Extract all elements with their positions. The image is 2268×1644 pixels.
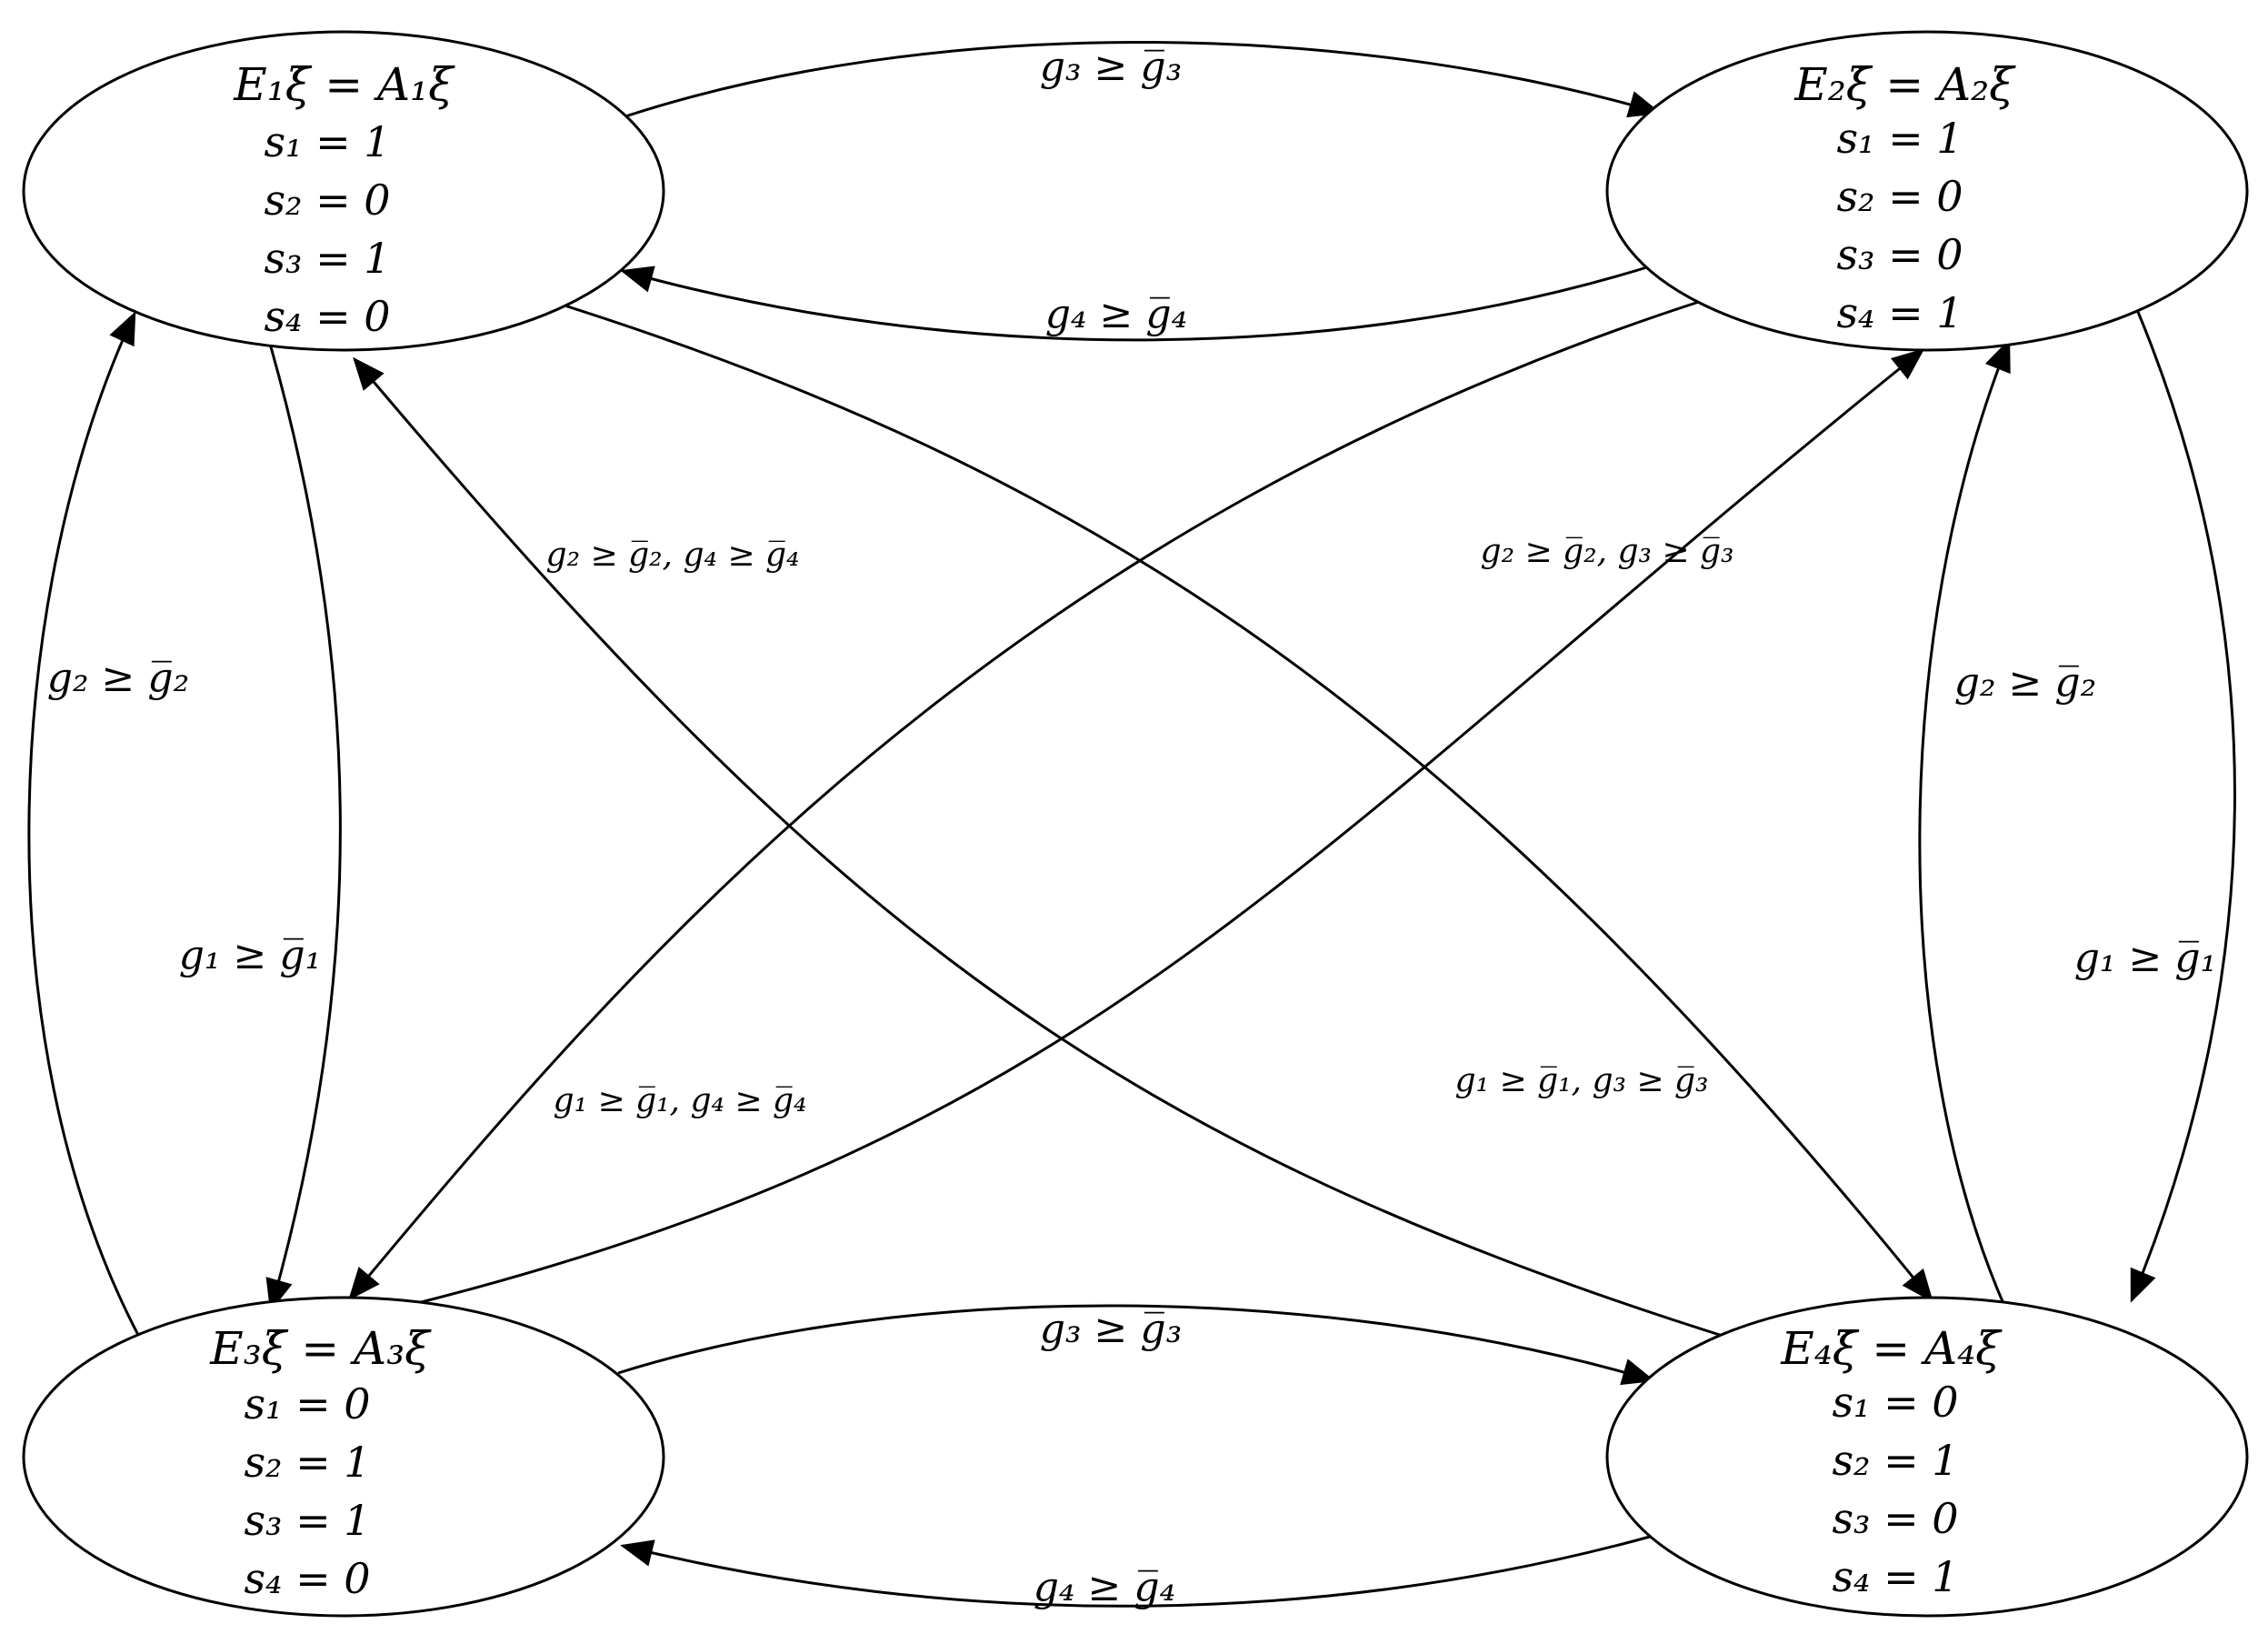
state-s1: s₁ = 0 (1832, 1378, 1958, 1427)
edge-e2-to-e1 (620, 265, 1651, 342)
edge-e4-to-e1 (353, 356, 1726, 1338)
edge-e3-to-e2 (354, 348, 1925, 1320)
state-s3: s₃ = 0 (1832, 1494, 1958, 1543)
edge-e3-to-e4 (617, 1304, 1655, 1386)
state-s2: s₂ = 1 (244, 1438, 370, 1487)
state-ellipse (22, 1296, 665, 1618)
state-node-e3: E₃ξ̇ = A₃ξ s₁ = 0 s₂ = 1 s₃ = 1 s₄ = 0 (22, 1296, 665, 1618)
label-e1-to-e3: g₁ ≥ g̅₁ (179, 932, 321, 978)
label-e2-to-e3: g₁ ≥ g̅₁, g₄ ≥ g̅₄ (554, 1082, 807, 1119)
state-node-e2: E₂ξ̇ = A₂ξ s₁ = 1 s₂ = 0 s₃ = 0 s₄ = 1 (1605, 30, 2249, 352)
edge-e1-to-e4 (561, 303, 1933, 1303)
label-e2-to-e1: g₄ ≥ g̅₄ (1045, 291, 1187, 337)
label-e4-to-e3: g₄ ≥ g̅₄ (1034, 1564, 1175, 1610)
state-equation: E₂ξ̇ = A₂ξ (1793, 58, 2016, 111)
edge-e3-to-e1 (27, 311, 141, 1338)
state-ellipse (1605, 1296, 2249, 1618)
label-e4-to-e2: g₂ ≥ g̅₂ (1954, 659, 2096, 706)
state-s2: s₂ = 0 (264, 175, 390, 225)
state-s4: s₄ = 1 (1836, 288, 1963, 337)
edge-e2-to-e3 (348, 298, 1705, 1301)
label-e1-to-e2: g₃ ≥ g̅₃ (1040, 44, 1182, 90)
edge-e2-to-e4 (2130, 311, 2236, 1303)
label-e3-to-e2: g₂ ≥ g̅₂, g₃ ≥ g̅₃ (1481, 533, 1734, 570)
edge-e4-to-e2 (1918, 338, 2011, 1307)
state-s3: s₃ = 1 (244, 1496, 370, 1545)
state-s2: s₂ = 0 (1836, 172, 1963, 221)
label-e3-to-e4: g₃ ≥ g̅₃ (1040, 1306, 1182, 1352)
state-equation: E₄ξ̇ = A₄ξ (1780, 1322, 2003, 1375)
label-e4-to-e1: g₂ ≥ g̅₂, g₄ ≥ g̅₄ (546, 536, 800, 574)
state-equation: E₃ξ̇ = A₃ξ (209, 1322, 432, 1375)
state-s4: s₄ = 0 (264, 292, 390, 341)
edges (27, 41, 2236, 1608)
edge-labels: g₃ ≥ g̅₃ g₄ ≥ g̅₄ g₃ ≥ g̅₃ g₄ ≥ g̅₄ g₂ ≥… (47, 44, 2216, 1610)
state-ellipse (22, 30, 665, 352)
edge-e1-to-e2 (624, 41, 1662, 118)
state-s1: s₁ = 0 (244, 1379, 370, 1428)
state-equation: E₁ξ̇ = A₁ξ (233, 58, 455, 111)
state-s4: s₄ = 0 (244, 1554, 370, 1603)
edge-e4-to-e3 (620, 1535, 1651, 1608)
state-s3: s₃ = 1 (264, 234, 390, 283)
state-s2: s₂ = 1 (1832, 1436, 1958, 1485)
edge-e1-to-e3 (265, 343, 342, 1312)
state-s3: s₃ = 0 (1836, 230, 1963, 279)
state-node-e1: E₁ξ̇ = A₁ξ s₁ = 1 s₂ = 0 s₃ = 1 s₄ = 0 (22, 30, 665, 352)
state-ellipse (1605, 30, 2249, 352)
label-e1-to-e4: g₁ ≥ g̅₁, g₃ ≥ g̅₃ (1455, 1062, 1709, 1099)
state-s1: s₁ = 1 (264, 117, 390, 166)
state-s4: s₄ = 1 (1832, 1552, 1958, 1601)
state-s1: s₁ = 1 (1836, 114, 1963, 163)
label-e2-to-e4: g₁ ≥ g̅₁ (2074, 935, 2216, 981)
label-e3-to-e1: g₂ ≥ g̅₂ (47, 655, 189, 701)
state-node-e4: E₄ξ̇ = A₄ξ s₁ = 0 s₂ = 1 s₃ = 0 s₄ = 1 (1605, 1296, 2249, 1618)
